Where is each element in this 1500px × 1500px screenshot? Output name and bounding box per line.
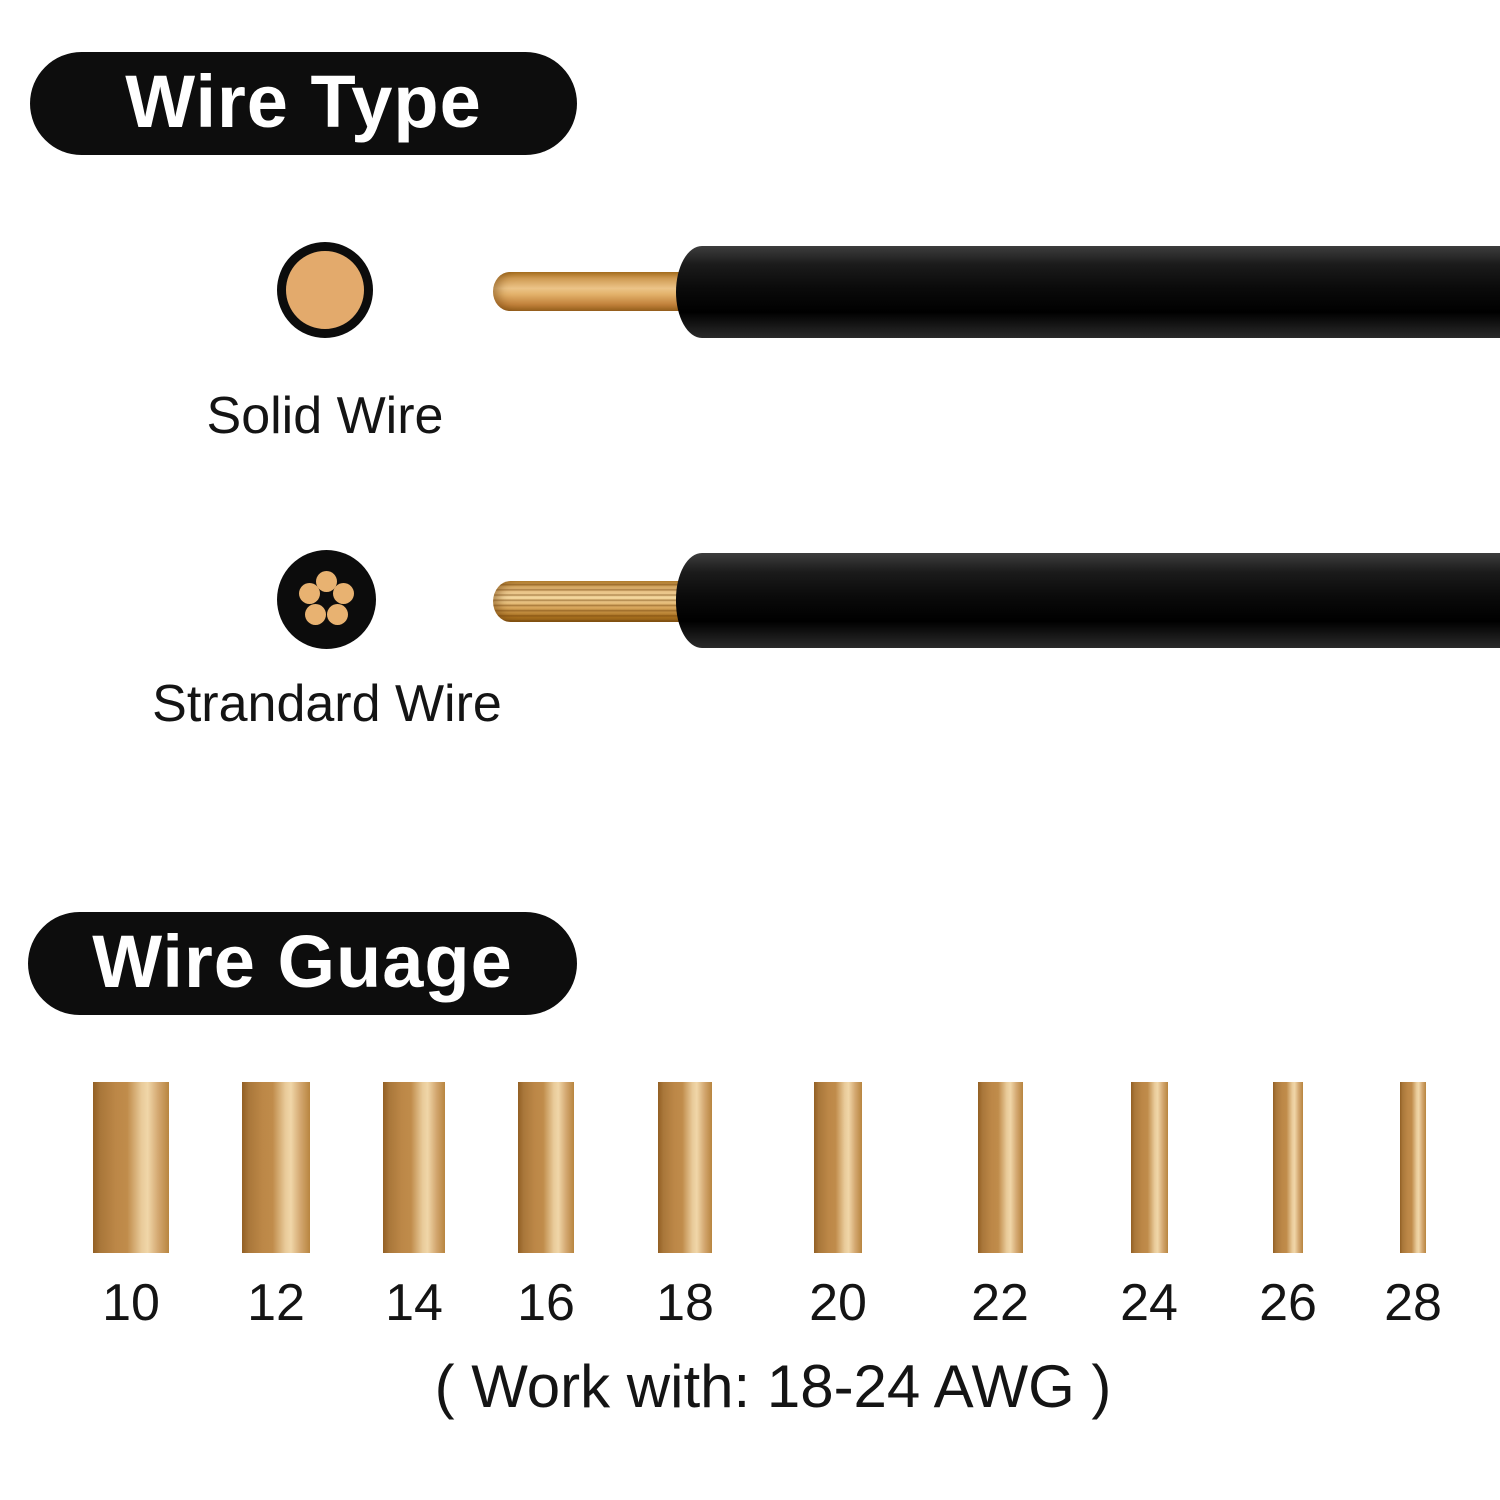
awg-compatibility-note: ( Work with: 18-24 AWG ) xyxy=(434,1353,1112,1420)
gauge-column-18: 18 xyxy=(625,1082,745,1333)
stranded-wire-conductor-icon xyxy=(493,581,689,622)
gauge-cylinder-icon xyxy=(814,1082,862,1253)
gauge-column-14: 14 xyxy=(354,1082,474,1333)
wire-gauge-badge: Wire Guage xyxy=(28,912,577,1015)
gauge-column-26: 26 xyxy=(1228,1082,1348,1333)
gauge-column-16: 16 xyxy=(486,1082,606,1333)
gauge-size-label: 28 xyxy=(1384,1274,1442,1332)
gauge-cylinder-icon xyxy=(977,1082,1023,1253)
gauge-cylinder-icon xyxy=(1273,1082,1303,1253)
solid-wire-conductor-icon xyxy=(493,272,689,311)
wire-gauge-heading: Wire Guage xyxy=(92,920,513,1003)
gauge-column-28: 28 xyxy=(1353,1082,1473,1333)
gauge-size-label: 20 xyxy=(809,1274,867,1332)
copper-strand-dot-icon xyxy=(298,583,320,605)
gauge-size-label: 22 xyxy=(971,1274,1029,1332)
gauge-size-label: 26 xyxy=(1259,1274,1317,1332)
stranded-wire-insulation-icon xyxy=(676,553,1500,648)
solid-wire-label: Solid Wire xyxy=(206,387,444,445)
gauge-cylinder-icon xyxy=(1400,1082,1426,1253)
gauge-cylinder-icon xyxy=(658,1082,712,1253)
gauge-cylinder-icon xyxy=(93,1082,169,1253)
gauge-size-label: 24 xyxy=(1120,1274,1178,1332)
wire-type-badge: Wire Type xyxy=(30,52,577,155)
copper-strand-dot-icon xyxy=(326,603,348,625)
solid-wire-cross-section-icon xyxy=(277,242,373,338)
gauge-cylinder-icon xyxy=(518,1082,574,1253)
gauge-cylinder-icon xyxy=(1130,1082,1168,1253)
gauge-column-12: 12 xyxy=(216,1082,336,1333)
copper-strand-dot-icon xyxy=(316,571,337,592)
gauge-column-22: 22 xyxy=(940,1082,1060,1333)
stranded-wire-cross-section-icon xyxy=(277,550,376,649)
stranded-wire-label: Strandard Wire xyxy=(152,675,502,733)
copper-strand-dot-icon xyxy=(305,603,327,625)
gauge-column-24: 24 xyxy=(1089,1082,1209,1333)
gauge-size-label: 10 xyxy=(102,1274,160,1332)
gauge-column-20: 20 xyxy=(778,1082,898,1333)
gauge-size-label: 16 xyxy=(517,1274,575,1332)
gauge-cylinder-icon xyxy=(242,1082,310,1253)
gauge-size-label: 14 xyxy=(385,1274,443,1332)
wire-type-heading: Wire Type xyxy=(125,60,482,143)
copper-strand-dot-icon xyxy=(333,583,355,605)
gauge-size-label: 12 xyxy=(247,1274,305,1332)
gauge-size-label: 18 xyxy=(656,1274,714,1332)
gauge-cylinder-icon xyxy=(383,1082,445,1253)
gauge-column-10: 10 xyxy=(71,1082,191,1333)
solid-wire-insulation-icon xyxy=(676,246,1500,338)
